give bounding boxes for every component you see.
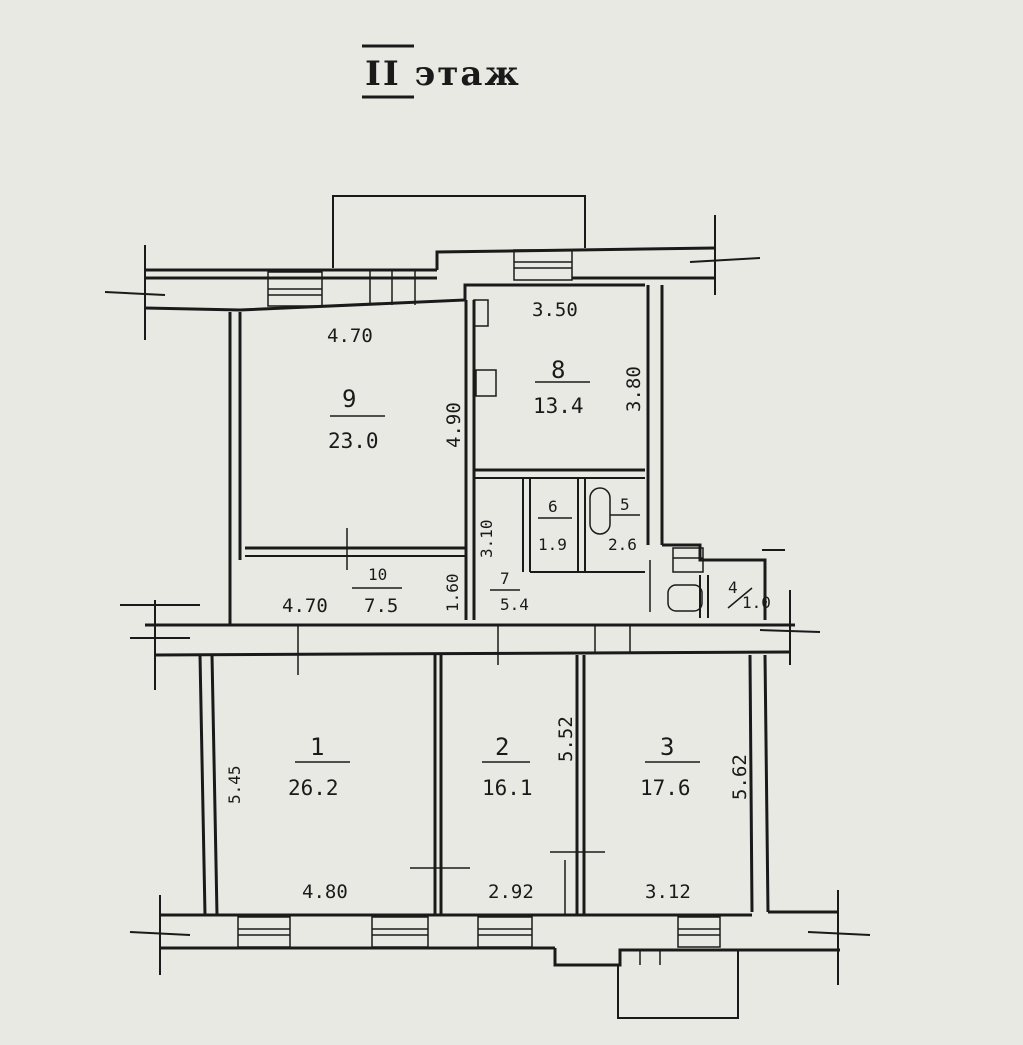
room-area: 26.2: [288, 776, 339, 800]
room-number: 4: [728, 578, 738, 597]
room-depth: 5.52: [555, 716, 577, 762]
room-area: 16.1: [482, 776, 533, 800]
room-number: 6: [548, 497, 558, 516]
room-10: 10 7.5 4.70 1.60: [282, 565, 462, 617]
window: [267, 271, 323, 307]
room-area: 2.6: [608, 535, 637, 554]
room-depth: 3.80: [623, 366, 645, 412]
room-width: 4.70: [282, 595, 328, 617]
room-6: 6 1.9: [538, 497, 572, 554]
window: [672, 547, 704, 573]
cut-lines: [104, 215, 871, 985]
floor-title: II этаж: [362, 44, 521, 99]
bathtub-icon: [589, 487, 611, 535]
room-number: 2: [495, 733, 509, 761]
stove-icon: [475, 369, 497, 397]
room-width: 4.70: [327, 325, 373, 347]
outer-walls: [144, 195, 840, 1019]
room-number: 8: [551, 356, 565, 384]
room-depth: 5.45: [225, 765, 244, 804]
room-area: 5.4: [500, 595, 529, 614]
room-area: 13.4: [533, 394, 584, 418]
room-7: 7 5.4 3.10: [477, 519, 529, 614]
room-width: 2.92: [488, 881, 534, 903]
fixture: [473, 299, 489, 327]
room-number: 1: [310, 733, 324, 761]
room-area: 23.0: [328, 429, 379, 453]
windows: [237, 249, 721, 948]
room-depth: 5.62: [729, 754, 751, 800]
room-3: 3 17.6 3.12 5.62: [640, 733, 751, 903]
room-4: 4 1.0: [727, 578, 771, 612]
window: [677, 916, 721, 948]
room-number: 9: [342, 385, 356, 413]
room-depth: 4.90: [443, 402, 465, 448]
room-area: 1.9: [538, 535, 567, 554]
room-2: 2 16.1 2.92 5.52: [482, 716, 577, 903]
window: [237, 916, 291, 948]
room-number: 5: [620, 495, 630, 514]
room-width: 3.50: [532, 299, 578, 321]
room-depth: 3.10: [477, 519, 496, 558]
floor-title-text: II этаж: [365, 54, 521, 94]
door-marks: [297, 270, 661, 965]
room-width: 3.12: [645, 881, 691, 903]
room-width: 4.80: [302, 881, 348, 903]
room-5: 5 2.6: [608, 495, 640, 554]
room-depth: 1.60: [443, 573, 462, 612]
window: [513, 249, 573, 281]
window: [371, 916, 429, 948]
room-area: 17.6: [640, 776, 691, 800]
interior-walls: [245, 300, 709, 915]
window: [477, 916, 533, 948]
room-8: 8 13.4 3.50 3.80: [532, 299, 645, 418]
room-1: 1 26.2 4.80 5.45: [225, 733, 350, 903]
room-number: 3: [660, 733, 674, 761]
room-number: 10: [368, 565, 387, 584]
room-number: 7: [500, 569, 510, 588]
toilet-icon: [667, 584, 703, 612]
room-area: 7.5: [364, 595, 398, 617]
room-area: 1.0: [742, 593, 771, 612]
room-9: 9 23.0 4.70 4.90: [327, 325, 465, 453]
fixtures: [473, 299, 703, 612]
